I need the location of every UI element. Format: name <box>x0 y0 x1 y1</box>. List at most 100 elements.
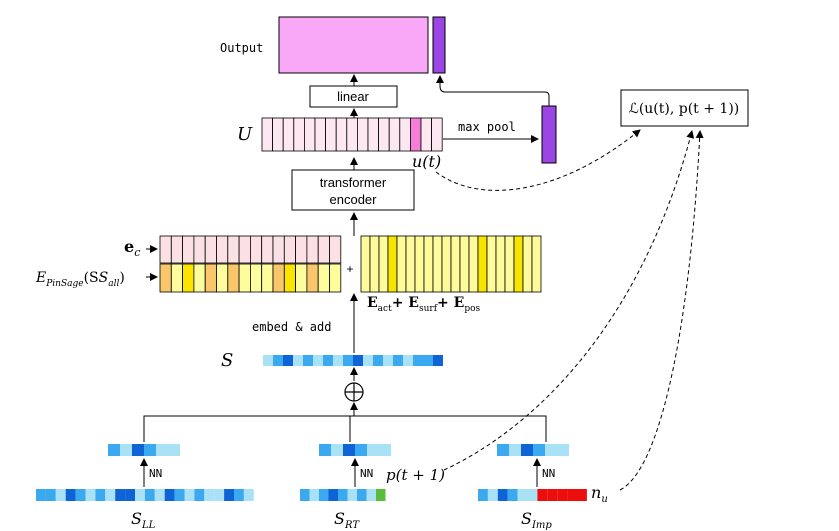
s-imp-cell <box>517 489 528 501</box>
e-c-cell <box>295 235 308 264</box>
e-c-cell <box>283 235 296 264</box>
e-c-cell <box>216 235 229 264</box>
embedding-cell <box>450 235 461 293</box>
s-rt-encoded-sequence <box>319 444 391 456</box>
u-cell <box>261 117 274 152</box>
s-cell <box>263 355 273 366</box>
s-imp-encoded-cell <box>545 444 557 456</box>
s-ll-cell <box>36 489 46 501</box>
s-ll-encoded-sequence <box>108 444 180 456</box>
s-ll-cell <box>65 489 76 501</box>
s-ll-cell <box>85 489 96 501</box>
embedding-cell <box>387 235 398 293</box>
s-cell <box>393 355 403 366</box>
max-pool-label: max pool <box>458 120 516 134</box>
s-cell <box>313 355 323 366</box>
s-cell <box>293 355 303 366</box>
embedding-cell <box>459 235 470 293</box>
s-ll-cell <box>214 489 225 501</box>
e-c-cell <box>182 235 195 264</box>
pinsage-cell <box>306 263 319 293</box>
e-c-cell <box>249 235 263 264</box>
u-cell <box>346 117 358 152</box>
u-t-label: u(t) <box>412 152 441 171</box>
output-box <box>278 16 429 74</box>
s-rt-cell <box>366 489 376 501</box>
embedding-cell <box>468 235 479 293</box>
s-cell <box>433 355 443 366</box>
e-c-cell <box>204 235 217 264</box>
embedding-formula: Eact+ Esurf+ Epos <box>367 295 481 314</box>
s-cell <box>323 355 333 366</box>
dashed-ut-to-loss <box>435 129 641 191</box>
s-ll-encoded-cell <box>120 444 132 456</box>
s-ll-cell <box>174 489 185 501</box>
pinsage-cell <box>204 263 217 293</box>
s-ll-cell <box>45 489 56 501</box>
s-imp-encoded-sequence <box>497 444 569 456</box>
e-c-sequence <box>159 235 342 264</box>
s-ll-encoded-cell <box>144 444 156 456</box>
pinsage-cell <box>193 263 206 293</box>
embedding-cell <box>441 235 452 293</box>
s-imp-cell <box>487 489 498 501</box>
pinsage-cell <box>170 263 184 293</box>
s-rt-encoded-cell <box>355 444 367 456</box>
embedding-cell <box>522 235 533 293</box>
output-purple-vector <box>432 16 446 74</box>
s-rt-cell <box>300 489 310 501</box>
s-cell <box>403 355 413 366</box>
embedding-cell <box>513 235 524 293</box>
u-label: U <box>237 124 253 145</box>
s-ll-label: SLL <box>131 509 156 531</box>
s-rt-encoded-cell <box>343 444 355 456</box>
s-ll-cell <box>55 489 66 501</box>
embedding-cell <box>477 235 488 293</box>
u-cell <box>356 117 369 152</box>
embedding-cell <box>396 235 407 293</box>
s-ll-encoded-cell <box>108 444 120 456</box>
transformer-encoder-box <box>291 169 415 211</box>
s-cell <box>303 355 313 366</box>
pinsage-cell <box>295 263 308 293</box>
s-imp-cell <box>557 489 568 501</box>
embedding-cell <box>405 235 416 293</box>
e-c-cell <box>317 235 330 264</box>
e-c-label: ec <box>124 237 140 259</box>
pinsage-cell <box>261 263 274 293</box>
merge-bracket <box>143 415 547 442</box>
s-imp-cell <box>567 489 577 501</box>
pinsage-cell <box>227 263 240 293</box>
s-imp-cell <box>547 489 558 501</box>
u-cell <box>303 117 316 152</box>
pinsage-cell <box>216 263 229 293</box>
pooled-purple-vector <box>541 105 557 164</box>
s-ll-cell <box>234 489 244 501</box>
s-cell <box>373 355 383 366</box>
s-ll-cell <box>125 489 135 501</box>
embedding-cell <box>360 235 371 293</box>
e-c-cell <box>170 235 184 264</box>
linear-label: linear <box>337 89 369 104</box>
s-ll-cell <box>135 489 145 501</box>
embedding-cell <box>504 235 515 293</box>
s-ll-cell <box>204 489 215 501</box>
pinsage-cell <box>249 263 263 293</box>
s-rt-cell <box>309 489 319 501</box>
s-cell <box>283 355 293 366</box>
s-imp-label: SImp <box>521 509 552 531</box>
nn-left-label: NN <box>149 467 162 480</box>
s-rt-encoded-cell <box>319 444 331 456</box>
u-cell <box>378 117 390 152</box>
e-c-cell <box>329 235 342 264</box>
u-cell <box>282 117 295 152</box>
u-cell <box>272 117 284 152</box>
p-t1-label: p(t + 1) <box>386 466 445 484</box>
dashed-pt1-to-loss <box>443 130 695 471</box>
e-c-cell <box>159 235 172 264</box>
nn-mid-label: NN <box>360 467 373 480</box>
e-c-cell <box>272 235 285 264</box>
s-ll-cell <box>144 489 155 501</box>
s-imp-cell <box>497 489 508 501</box>
